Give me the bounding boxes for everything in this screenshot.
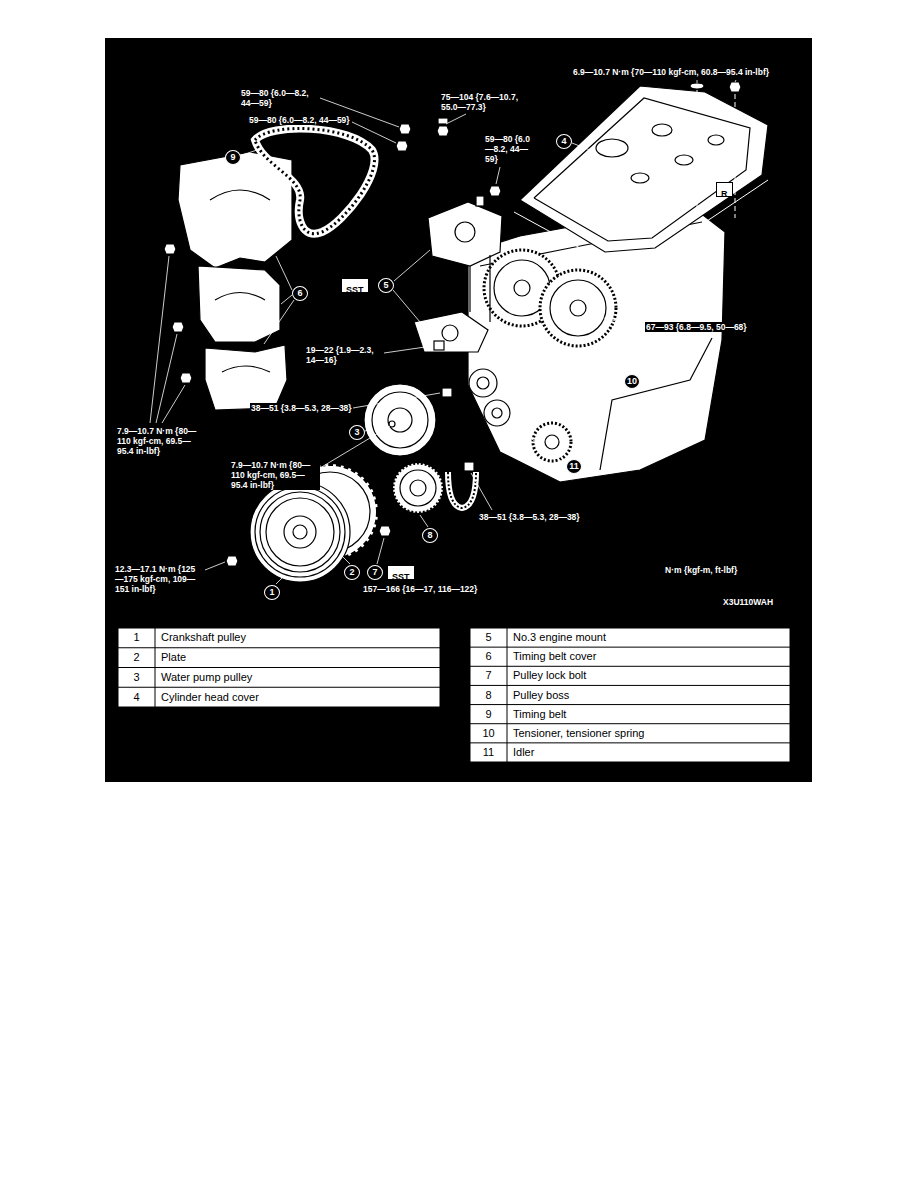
torque-spec: 19—22 {1.9—2.3, 14—16} <box>305 345 383 365</box>
table-number: 9 <box>485 708 491 721</box>
torque-spec: 38—51 {3.8—5.3, 28—38} <box>478 512 581 522</box>
table-part-name: Idler <box>513 746 534 759</box>
parts-table <box>118 628 790 762</box>
table-part-name: Tensioner, tensioner spring <box>513 727 644 740</box>
table-part-name: Timing belt <box>513 708 566 721</box>
panel <box>105 38 812 782</box>
callout-number: 11 <box>566 459 582 474</box>
callout-number: 10 <box>624 374 640 389</box>
torque-spec: 7.9—10.7 N·m {80—110 kgf-cm, 69.5—95.4 i… <box>116 426 206 456</box>
table-number: 11 <box>483 746 494 759</box>
callout-number: 8 <box>422 528 438 543</box>
callout-number: 7 <box>367 565 383 580</box>
torque-spec: 59—80 {6.0—8.2, 44—59} <box>248 115 351 125</box>
torque-spec: X3U110WAH <box>722 597 774 607</box>
engine-parts <box>164 82 768 582</box>
table-number: 4 <box>133 691 139 704</box>
table-part-name: Crankshaft pulley <box>161 631 246 644</box>
table-number: 10 <box>482 727 494 740</box>
torque-spec: 59—80 {6.0—8.2, 44—59} <box>484 134 536 164</box>
callout-number: 2 <box>344 565 360 580</box>
timing-belt <box>255 129 375 234</box>
table-number: 1 <box>133 631 139 644</box>
table-number: 6 <box>485 650 491 663</box>
table-part-name: Pulley boss <box>513 689 569 702</box>
torque-spec: 59—80 {6.0—8.2, 44—59} <box>240 88 318 108</box>
table-number: 8 <box>485 689 491 702</box>
table-part-name: Water pump pulley <box>161 671 252 684</box>
torque-spec: 67—93 {6.8—9.5, 50—68} <box>645 322 748 332</box>
table-part-name: Timing belt cover <box>513 650 596 663</box>
callout-number: 9 <box>225 150 241 165</box>
torque-spec: N·m {kgf-m, ft-lbf} <box>664 565 738 575</box>
tool-mark-box: SST <box>341 278 369 293</box>
torque-spec: 12.3—17.1 N·m {125—175 kgf-cm, 109—151 i… <box>114 564 204 594</box>
table-part-name: Cylinder head cover <box>161 691 259 704</box>
leader-lines <box>150 80 736 584</box>
guide-lines <box>514 90 768 260</box>
table-part-name: Pulley lock bolt <box>513 669 586 682</box>
torque-spec: 157—166 {16—17, 116—122} <box>362 584 478 594</box>
tool-mark: R <box>717 188 732 201</box>
torque-spec: 6.9—10.7 N·m {70—110 kgf-cm, 60.8—95.4 i… <box>572 67 770 77</box>
table-number: 2 <box>133 651 139 664</box>
tool-mark: SST <box>388 571 414 584</box>
table-number: 3 <box>133 671 139 684</box>
callout-number: 6 <box>292 286 308 301</box>
torque-spec: 75—104 {7.6—10.7, 55.0—77.3} <box>440 92 534 112</box>
tool-mark: SST <box>342 284 368 297</box>
callout-number: 3 <box>349 425 365 440</box>
tool-mark-box: R <box>716 182 733 197</box>
table-part-name: Plate <box>161 651 186 664</box>
torque-spec: 38—51 {3.8—5.3, 28—38} <box>250 403 353 413</box>
callout-number: 4 <box>556 134 572 149</box>
table-number: 7 <box>485 669 491 682</box>
tool-mark-box: SST <box>387 565 415 580</box>
callout-number: 5 <box>378 278 394 293</box>
table-number: 5 <box>485 631 491 644</box>
torque-spec: 7.9—10.7 N·m {80—110 kgf-cm, 69.5—95.4 i… <box>230 460 320 490</box>
table-part-name: No.3 engine mount <box>513 631 606 644</box>
callout-number: 1 <box>264 585 280 600</box>
